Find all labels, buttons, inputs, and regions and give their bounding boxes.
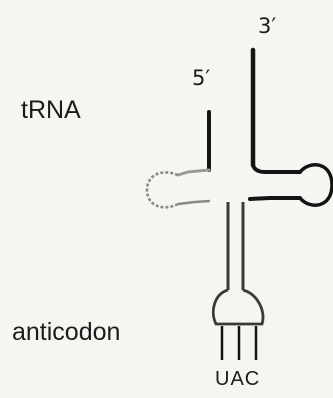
three-prime-end-label: 3′: [258, 14, 276, 38]
t-loop: [300, 165, 332, 205]
anticodon-label: anticodon: [12, 318, 120, 347]
anticodon-loop: [213, 290, 263, 324]
t-arm-lower-strand: [250, 198, 300, 199]
t-arm-upper-strand: [253, 165, 300, 172]
d-loop: [147, 172, 178, 207]
d-arm-lower-strand: [178, 201, 210, 204]
d-arm-upper-strand: [178, 170, 209, 175]
trna-label: tRNA: [21, 96, 81, 125]
anticodon-sequence-label: UAC: [215, 368, 260, 391]
five-prime-end-label: 5′: [192, 66, 210, 90]
